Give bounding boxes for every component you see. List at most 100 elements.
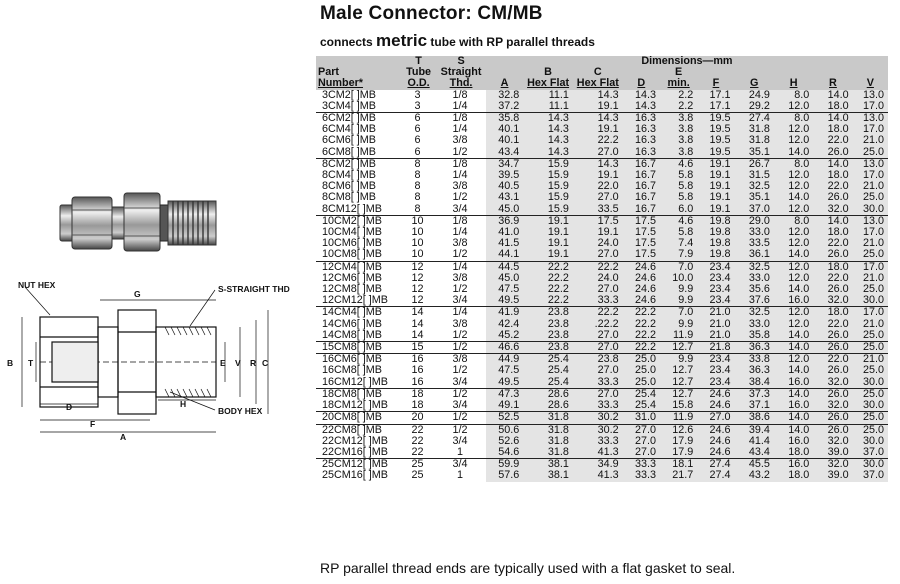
value-cell: 11.9 bbox=[659, 412, 698, 425]
value-cell: 49.5 bbox=[485, 295, 524, 308]
value-cell: 41.3 bbox=[572, 470, 623, 482]
value-cell: 17.5 bbox=[622, 226, 660, 239]
value-cell: 12.0 bbox=[773, 261, 814, 273]
part-number-cell: 12CM8[ ]MB bbox=[322, 283, 382, 296]
value-cell: 17.9 bbox=[659, 446, 698, 460]
value-cell: 19.5 bbox=[697, 146, 735, 159]
label-g: G bbox=[134, 289, 141, 299]
value-cell: 30.0 bbox=[852, 376, 888, 389]
value-cell: 1/8 bbox=[452, 214, 468, 227]
value-cell: 12.0 bbox=[773, 100, 814, 114]
value-cell: 21.0 bbox=[852, 181, 888, 193]
value-cell: 7.0 bbox=[659, 261, 698, 273]
value-cell: 29.2 bbox=[734, 100, 774, 114]
hdr-b-letter: B bbox=[523, 66, 573, 79]
part-number-cell: 6CM2[ ]MB bbox=[322, 112, 376, 125]
value-cell: 10 bbox=[411, 214, 424, 227]
value-cell: 13.0 bbox=[852, 89, 888, 101]
part-number-cell: 16CM12[ ]MB bbox=[316, 376, 401, 389]
part-number-cell: 6CM4[ ]MB bbox=[322, 123, 376, 136]
value-cell: 1/2 bbox=[436, 146, 486, 159]
value-cell: 13.0 bbox=[852, 215, 888, 228]
value-cell: 14.3 bbox=[523, 146, 573, 159]
value-cell: 14.3 bbox=[572, 112, 623, 125]
value-cell: 5.8 bbox=[659, 169, 698, 182]
value-cell: 23.4 bbox=[697, 365, 735, 377]
footer-note: RP parallel thread ends are typically us… bbox=[320, 560, 736, 576]
label-s-straight-thd: S-STRAIGHT THD bbox=[218, 284, 290, 294]
value-cell: 14.0 bbox=[773, 365, 814, 377]
value-cell: 22.0 bbox=[813, 135, 853, 147]
value-cell: 14.0 bbox=[773, 388, 814, 401]
value-cell: 16.0 bbox=[773, 435, 814, 447]
value-cell: 7.4 bbox=[659, 238, 698, 250]
value-cell: 26.0 bbox=[813, 388, 853, 401]
value-cell: 12.0 bbox=[773, 353, 814, 366]
value-cell: 12.7 bbox=[659, 388, 698, 401]
label-body-hex: BODY HEX bbox=[218, 406, 263, 416]
value-cell: 24.6 bbox=[622, 272, 660, 285]
value-cell: 8 bbox=[414, 169, 421, 182]
value-cell: 30.0 bbox=[852, 295, 888, 308]
value-cell: 24.6 bbox=[622, 261, 660, 273]
label-a: A bbox=[120, 432, 126, 442]
value-cell: 20 bbox=[400, 412, 437, 425]
value-cell: 3/8 bbox=[452, 180, 468, 193]
hdr-thd: Thd. bbox=[436, 78, 486, 90]
value-cell: 27.0 bbox=[622, 435, 660, 447]
value-cell: 14.0 bbox=[773, 146, 814, 159]
value-cell: 14.0 bbox=[773, 424, 814, 436]
table-header: T S Dimensions—mm Part Tube Straight B C… bbox=[316, 55, 888, 90]
value-cell: 22.2 bbox=[572, 261, 623, 273]
value-cell: 25.0 bbox=[852, 365, 888, 377]
value-cell: 6 bbox=[414, 112, 421, 125]
value-cell: 24.6 bbox=[697, 388, 735, 401]
part-number-cell: 22CM8[ ]MB bbox=[322, 423, 382, 436]
value-cell: 43.2 bbox=[734, 470, 774, 482]
value-cell: 12.7 bbox=[659, 376, 698, 389]
fitting-outline bbox=[39, 309, 217, 415]
value-cell: 25.0 bbox=[852, 329, 888, 343]
value-cell: 31.8 bbox=[523, 446, 573, 460]
value-cell: 50.6 bbox=[485, 424, 524, 436]
label-nut-hex: NUT HEX bbox=[18, 282, 56, 290]
value-cell: 19.8 bbox=[697, 226, 735, 239]
value-cell: 16.0 bbox=[773, 376, 814, 389]
value-cell: 9.9 bbox=[659, 283, 698, 296]
value-cell: 27.0 bbox=[572, 192, 623, 204]
value-cell: 8 bbox=[400, 203, 437, 216]
part-number-cell: 10CM8[ ]MB bbox=[316, 249, 401, 262]
value-cell: 16.7 bbox=[622, 169, 660, 182]
value-cell: 8 bbox=[414, 191, 421, 204]
dimension-drawing: NUT HEX S-STRAIGHT THD BODY HEX G A F D … bbox=[7, 282, 290, 442]
page-subtitle: connects metric tube with RP parallel th… bbox=[320, 31, 595, 51]
value-cell: 22.0 bbox=[813, 318, 853, 330]
value-cell: 33.5 bbox=[572, 203, 623, 216]
value-cell: 17.0 bbox=[852, 226, 888, 239]
part-number-cell: 18CM8[ ]MB bbox=[322, 387, 382, 400]
value-cell: 3.8 bbox=[659, 135, 698, 147]
value-cell: 16.3 bbox=[622, 135, 660, 147]
value-cell: 14.0 bbox=[813, 89, 853, 101]
value-cell: 1/2 bbox=[436, 341, 486, 355]
value-cell: 23.8 bbox=[523, 329, 573, 343]
value-cell: 8.0 bbox=[773, 158, 814, 171]
part-number-cell: 22CM16[ ]MB bbox=[316, 446, 401, 460]
value-cell: 3/8 bbox=[452, 353, 468, 366]
value-cell: 22.2 bbox=[622, 306, 660, 319]
value-cell: 25.0 bbox=[852, 249, 888, 262]
value-cell: 1/2 bbox=[452, 423, 468, 436]
value-cell: 3/4 bbox=[436, 376, 486, 389]
value-cell: 9.9 bbox=[659, 295, 698, 308]
part-number-cell: 12CM12[ ]MB bbox=[316, 295, 401, 308]
value-cell: 15.9 bbox=[523, 192, 573, 204]
value-cell: 14.3 bbox=[622, 100, 660, 114]
value-cell: 45.0 bbox=[485, 272, 524, 285]
value-cell: 16.3 bbox=[622, 146, 660, 159]
value-cell: 14 bbox=[400, 329, 437, 343]
value-cell: 24.6 bbox=[697, 446, 735, 460]
